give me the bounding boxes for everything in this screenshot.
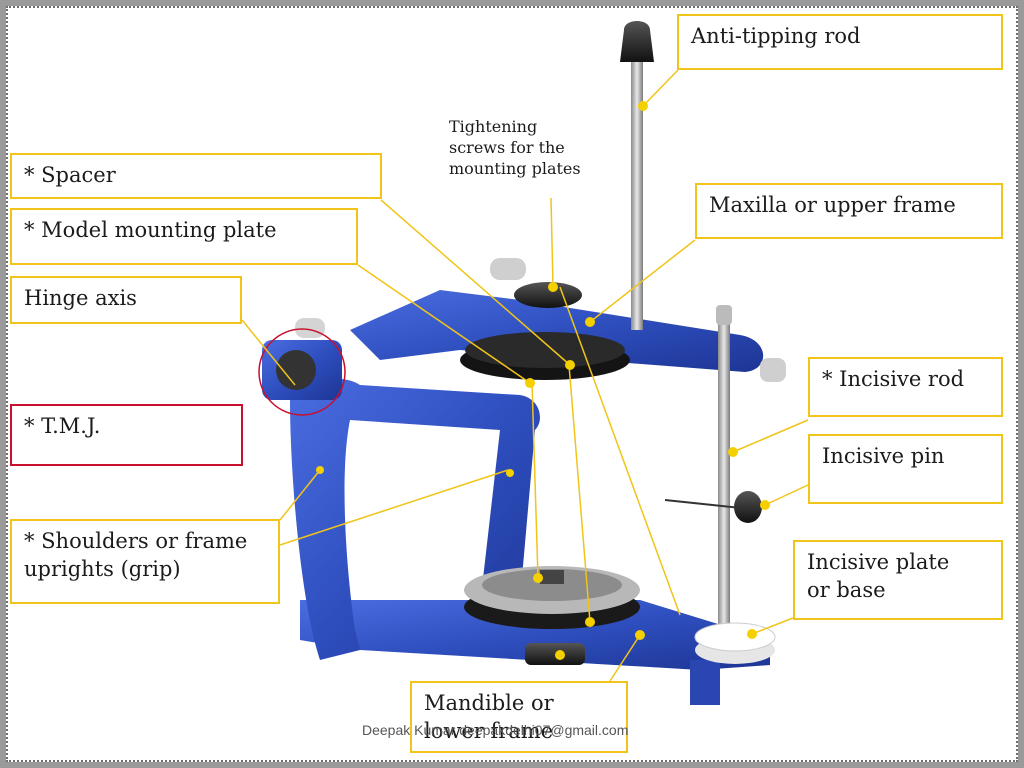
leader-lines: [241, 69, 809, 682]
label-hinge-axis: Hinge axis: [10, 276, 242, 324]
label-shoulders: * Shoulders or frame uprights (grip): [10, 519, 280, 604]
label-incisive-rod: * Incisive rod: [808, 357, 1003, 417]
upper-frame: [295, 258, 786, 382]
label-incisive-pin: Incisive pin: [808, 434, 1003, 504]
incisive-rod: [664, 305, 762, 630]
pointer-dots: [525, 101, 770, 660]
lower-frame: [300, 600, 770, 705]
incisive-plate: [694, 622, 776, 664]
label-incisive-plate: Incisive plate or base: [793, 540, 1003, 620]
frame-upright: [290, 378, 540, 660]
label-model-mounting-plate: * Model mounting plate: [10, 208, 358, 265]
tmj-assembly: [258, 328, 346, 416]
label-tightening-screws: Tightening screws for the mounting plate…: [449, 117, 581, 178]
label-maxilla: Maxilla or upper frame: [695, 183, 1003, 239]
label-tmj: * T.M.J.: [10, 404, 243, 466]
lower-mounting-plate: [464, 566, 640, 629]
label-mandible: Mandible or lower frame: [410, 681, 628, 753]
label-anti-tipping-rod: Anti-tipping rod: [677, 14, 1003, 70]
label-spacer: * Spacer: [10, 153, 382, 199]
footer-credit: Deepak Kumar deepakdelhi07@gmail.com: [362, 722, 629, 738]
anti-tipping-rod: [620, 21, 654, 330]
